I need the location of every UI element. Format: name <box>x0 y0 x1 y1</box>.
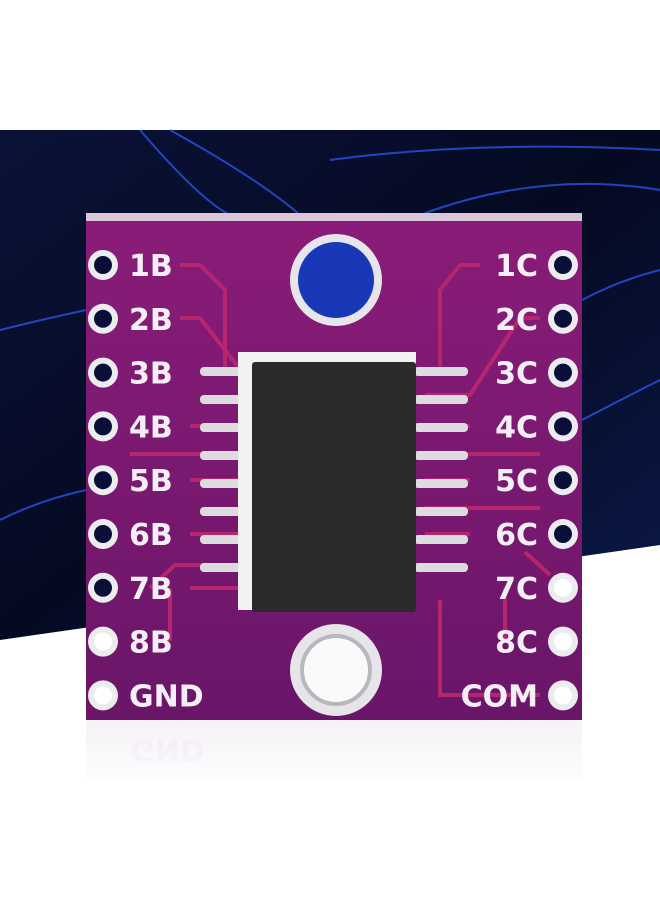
pin-label-left: 7B <box>129 572 173 607</box>
pin-hole <box>554 471 572 490</box>
pin-hole <box>94 417 112 436</box>
pin-label-left: 6B <box>129 518 173 553</box>
ic-lead-right <box>414 535 468 544</box>
ic-lead-right <box>414 395 468 404</box>
light-streaks <box>0 129 660 521</box>
pin-label-left: 3B <box>129 357 173 392</box>
pin-label-right: 6C <box>495 518 538 553</box>
pin-label-left: 5B <box>129 464 173 499</box>
pin-label-right: 4C <box>495 410 538 445</box>
ic-lead-right <box>414 451 468 460</box>
pin-label-right: 1C <box>495 249 538 284</box>
pin-hole <box>94 686 112 705</box>
pin-label-right: 3C <box>495 357 538 392</box>
ic-lead-right <box>414 507 468 516</box>
pin-label-right: 8C <box>495 626 538 661</box>
pin-hole <box>554 417 572 436</box>
ic-lead-right <box>414 367 468 376</box>
pin-label-right: 7C <box>495 572 538 607</box>
pin-hole <box>554 256 572 274</box>
left-pin-header: 1B 2B 3B 4B 5B 6B 7B 8B GND <box>88 249 204 714</box>
pin-label-right: COM <box>461 679 538 714</box>
pin-hole <box>554 578 572 597</box>
pin-hole <box>554 309 572 328</box>
pin-hole <box>94 363 112 382</box>
ic-chip <box>252 362 416 612</box>
pin-label-left: 4B <box>129 410 173 445</box>
ic-lead-right <box>414 423 468 432</box>
pin-label-right: 5C <box>495 464 538 499</box>
pin-label-right: 2C <box>495 303 538 338</box>
ic-lead-right <box>414 563 468 572</box>
pin-label-left: GND <box>129 679 204 714</box>
pin-hole <box>94 471 112 490</box>
pin-hole <box>94 578 112 597</box>
pin-hole <box>94 256 112 274</box>
reflection: GND <box>0 718 660 798</box>
pin-label-left: 1B <box>129 249 173 284</box>
pin-hole <box>554 525 572 543</box>
ic-lead-right <box>414 479 468 488</box>
pin-hole <box>554 363 572 382</box>
pin-hole <box>554 632 572 651</box>
pin-hole <box>94 309 112 328</box>
pin-hole <box>94 632 112 651</box>
pin-label-left: 2B <box>129 303 173 338</box>
pin-hole <box>94 525 112 543</box>
pin-label-left: 8B <box>129 626 173 661</box>
pin-hole <box>554 686 572 705</box>
right-pin-header: 1C 2C 3C 4C 5C 6C 7C 8C COM <box>461 249 578 714</box>
